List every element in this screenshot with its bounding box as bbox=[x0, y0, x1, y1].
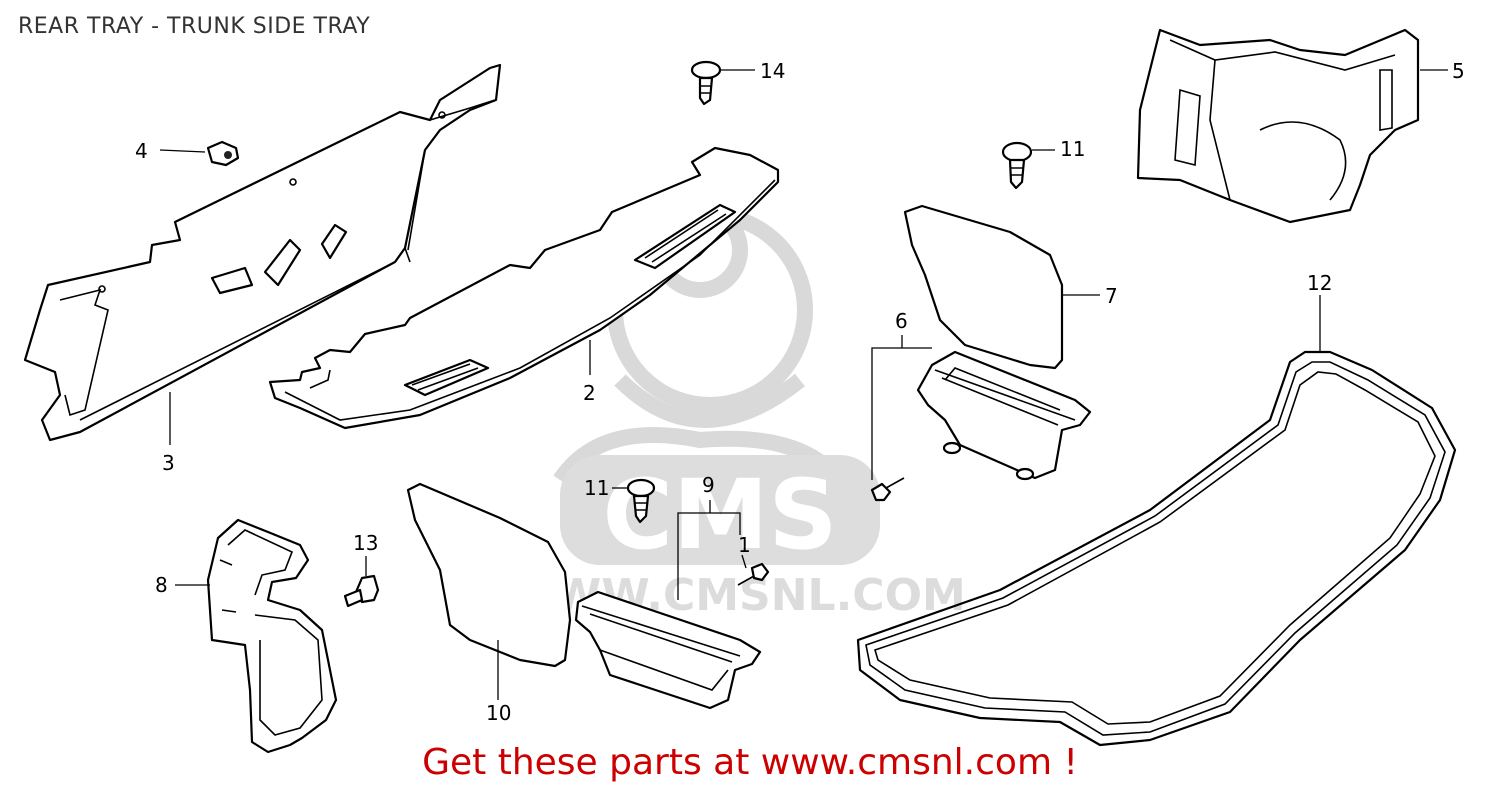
callout-1: 1 bbox=[738, 533, 751, 557]
callout-11-bottom: 11 bbox=[584, 476, 609, 500]
callouts: 1 2 3 4 5 6 7 8 9 10 11 11 12 13 14 bbox=[135, 59, 1465, 725]
part-11-clip-bottom bbox=[626, 478, 656, 524]
leader-lines bbox=[159, 69, 1448, 700]
footer-link-text[interactable]: Get these parts at www.cmsnl.com ! bbox=[422, 742, 1078, 783]
callout-3: 3 bbox=[162, 451, 175, 475]
part-7-tray-lid bbox=[903, 204, 1064, 370]
callout-10: 10 bbox=[486, 701, 511, 725]
callout-9: 9 bbox=[702, 473, 715, 497]
diagram-title: REAR TRAY - TRUNK SIDE TRAY bbox=[18, 14, 371, 39]
part-5-side-cover bbox=[1136, 28, 1420, 224]
part-6-screw bbox=[870, 477, 905, 502]
part-11-clip-top bbox=[1001, 141, 1033, 190]
part-12-weatherstrip bbox=[856, 350, 1457, 747]
part-4-clip bbox=[206, 140, 240, 167]
callout-12: 12 bbox=[1307, 271, 1332, 295]
callout-4: 4 bbox=[135, 139, 148, 163]
callout-13: 13 bbox=[353, 531, 378, 555]
part-2-rear-tray bbox=[268, 146, 780, 430]
callout-14: 14 bbox=[760, 59, 785, 83]
part-9-tray bbox=[574, 590, 762, 710]
part-13-clip bbox=[343, 574, 380, 608]
part-1-screw bbox=[737, 562, 770, 586]
part-8-side-trim bbox=[206, 518, 338, 754]
part-3-rear-panel bbox=[23, 63, 502, 442]
part-6-side-tray bbox=[916, 350, 1092, 481]
callout-2: 2 bbox=[583, 381, 596, 405]
callout-6: 6 bbox=[895, 309, 908, 333]
callout-11-top: 11 bbox=[1060, 137, 1085, 161]
callout-7: 7 bbox=[1105, 284, 1118, 308]
watermark-url: WWW.CMSNL.COM bbox=[504, 570, 966, 621]
part-10-tray-lid bbox=[406, 482, 572, 668]
part-14-clip bbox=[690, 60, 722, 106]
callout-8: 8 bbox=[155, 573, 168, 597]
callout-5: 5 bbox=[1452, 59, 1465, 83]
